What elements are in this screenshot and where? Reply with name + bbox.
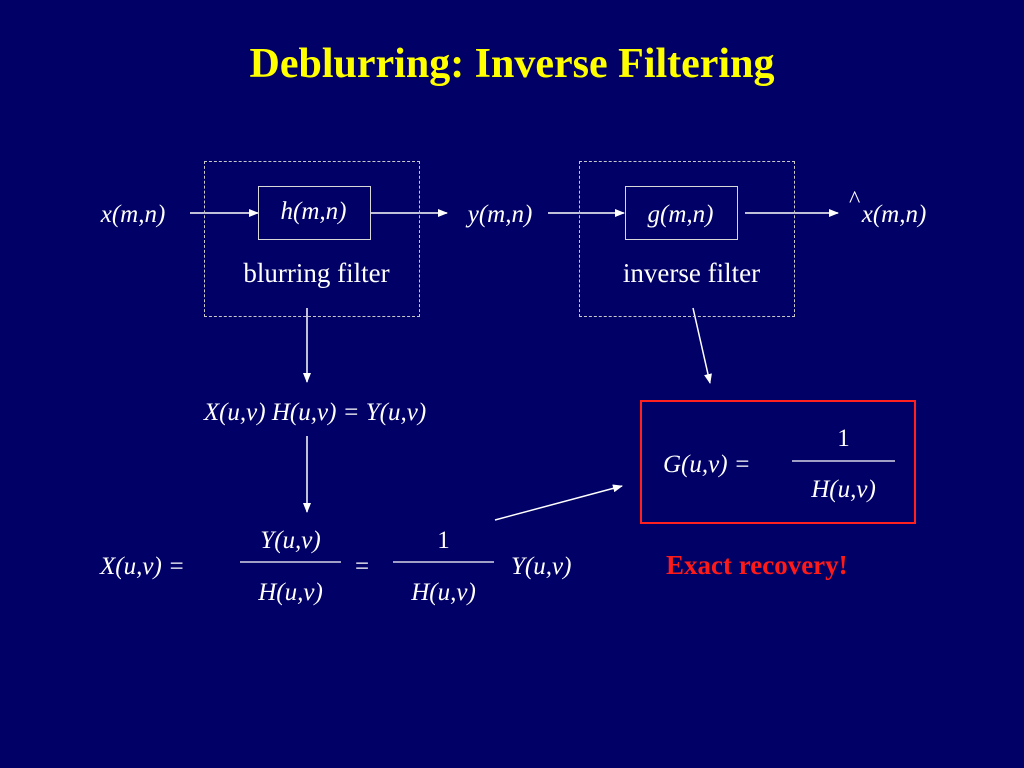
- inverse-lhs: G(u,v) =: [663, 451, 751, 478]
- input-signal: x(m,n): [100, 201, 166, 228]
- blurred-signal: y(m,n): [467, 201, 533, 228]
- inverse-numerator: 1: [837, 425, 850, 452]
- inverse-denominator: H(u,v): [811, 476, 876, 503]
- inverse-system-box: [579, 161, 795, 317]
- blurring-filter-caption: blurring filter: [243, 258, 390, 288]
- output-signal: x(m,n): [861, 201, 927, 228]
- h-filter-label: h(m,n): [280, 198, 347, 225]
- solve-equals: =: [354, 553, 370, 580]
- solve-lhs: X(u,v) =: [100, 553, 185, 580]
- g-filter-label: g(m,n): [647, 201, 714, 228]
- arrow-solve-to-G: [494, 484, 623, 521]
- h-filter-box: [258, 186, 371, 240]
- slide-title: Deblurring: Inverse Filtering: [249, 41, 775, 87]
- blurring-system-box: [204, 161, 420, 317]
- solve-numerator-2: 1: [437, 527, 450, 554]
- solve-tail: Y(u,v): [511, 553, 572, 580]
- hat-accent: ^: [849, 187, 861, 213]
- g-filter-box: [625, 186, 738, 240]
- blur-equation: X(u,v) H(u,v) = Y(u,v): [203, 399, 427, 426]
- inverse-filter-caption: inverse filter: [622, 258, 761, 288]
- inverse-filter-result-box: [640, 400, 916, 524]
- arrow-inverse-to-G: [692, 307, 712, 384]
- exact-recovery-note: Exact recovery!: [666, 550, 848, 580]
- solve-denominator-2: H(u,v): [411, 579, 476, 606]
- solve-denominator-1: H(u,v): [258, 579, 323, 606]
- solve-numerator-1: Y(u,v): [260, 527, 321, 554]
